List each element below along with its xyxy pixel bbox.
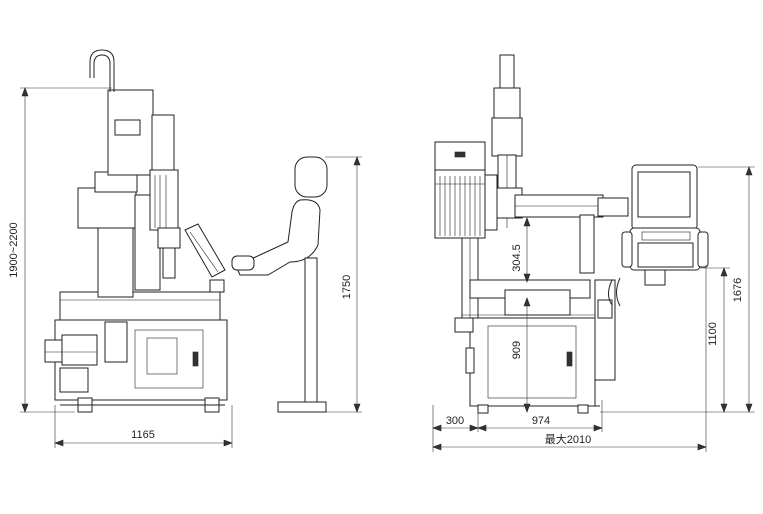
dim-arrow: [432, 424, 442, 432]
dim-arrow-left: [54, 439, 64, 447]
column-bracket: [77, 187, 137, 229]
base-cabinet: [469, 317, 596, 407]
dim-arrow-right: [697, 443, 707, 451]
side-fitting: [465, 347, 475, 374]
right-front-view: 304.5 909 300 974 最大201: [432, 54, 755, 452]
tool-bank: [435, 176, 485, 236]
dim-table-height: 909: [511, 297, 531, 413]
dim-body-width-label: 974: [532, 415, 550, 427]
dim-screen-height-label: 1100: [707, 322, 719, 346]
panel-keyboard: [637, 242, 694, 268]
work-table: [59, 291, 221, 321]
dim-arrow-bottom: [21, 403, 29, 413]
base-door: [134, 329, 204, 389]
operator-hand: [231, 255, 255, 271]
dim-arrow-bottom: [353, 403, 361, 413]
panel-button-row: [641, 231, 691, 241]
dim-operator-height: 1750: [325, 156, 362, 413]
side-connector: [597, 299, 613, 319]
cable-hose: [608, 279, 613, 306]
filter-unit: [59, 367, 89, 393]
lifting-hook: [93, 54, 111, 92]
tool: [162, 247, 176, 279]
dim-width-left-label: 1165: [131, 429, 155, 441]
foot-switch: [209, 279, 225, 293]
dim-height-range-label: 1900~2200: [8, 222, 20, 277]
dim-arrow: [593, 424, 603, 432]
dim-arrow: [477, 424, 487, 432]
dim-arrow-left: [432, 443, 442, 451]
operator-leg: [304, 257, 318, 404]
gantry-end: [597, 197, 629, 217]
magazine-side: [484, 174, 498, 231]
panel-mount: [644, 269, 666, 286]
dim-arrow-top: [353, 156, 361, 166]
dim-height-range: 1900~2200: [8, 87, 112, 413]
dim-arrow-top: [720, 267, 728, 277]
valve-block: [61, 334, 98, 366]
dim-left-offset-label: 300: [446, 415, 464, 427]
panel-handle-left: [621, 231, 633, 268]
left-side-view: 1900~2200 1750 1165: [8, 49, 362, 448]
dim-max-width: 最大2010: [432, 265, 707, 452]
side-valve: [454, 317, 474, 333]
operator-figure: [231, 156, 328, 413]
dim-horizontal-offsets: 300 974: [432, 400, 603, 452]
door-handle: [192, 351, 199, 367]
magazine-label: [454, 151, 466, 158]
cabinet-handle: [566, 351, 573, 367]
dim-arrow-top: [523, 297, 531, 307]
dim-travel-label: 304.5: [511, 244, 523, 272]
spindle-front: [149, 169, 179, 231]
dim-arrow-top: [523, 217, 531, 227]
dim-total-height: 1676: [698, 166, 755, 413]
panel-handle-right: [697, 231, 709, 268]
base-door-window: [146, 337, 178, 375]
cable-hose-outer: [616, 277, 621, 307]
dim-operator-height-label: 1750: [341, 275, 353, 299]
control-arm: [184, 223, 226, 278]
dim-screen-height: 1100: [600, 267, 755, 413]
dim-width-left: 1165: [54, 405, 233, 448]
lifting-hook-outer: [89, 49, 115, 92]
cabinet-door: [487, 325, 577, 399]
dim-arrow-top: [745, 166, 753, 176]
dim-travel: 304.5: [511, 217, 531, 283]
dim-arrow-top: [21, 87, 29, 97]
base-panel: [104, 321, 128, 363]
spindle-label-plate: [114, 119, 141, 136]
foot-left: [477, 404, 489, 414]
operator-torso-arm: [235, 199, 321, 276]
dim-arrow-bottom: [720, 403, 728, 413]
control-arm-line: [189, 231, 219, 273]
right-side-panel: [594, 279, 616, 381]
top-rod: [499, 54, 515, 91]
dim-arrow-bottom: [523, 273, 531, 283]
dim-max-width-label: 最大2010: [545, 432, 591, 446]
dim-table-height-label: 909: [511, 341, 523, 359]
foot-right: [577, 404, 589, 414]
gantry-support: [579, 214, 595, 274]
spindle-block: [491, 117, 523, 157]
dim-arrow-bottom: [523, 403, 531, 413]
tool-holder: [157, 227, 181, 249]
column-lower: [97, 224, 134, 298]
dim-arrow: [469, 424, 479, 432]
dim-total-height-label: 1676: [732, 278, 744, 302]
dim-arrow-bottom: [745, 403, 753, 413]
table-fixture: [504, 289, 571, 316]
monitor-screen: [637, 171, 691, 218]
dim-arrow-right: [223, 439, 233, 447]
operator-head: [294, 156, 328, 198]
operator-foot: [277, 401, 327, 413]
